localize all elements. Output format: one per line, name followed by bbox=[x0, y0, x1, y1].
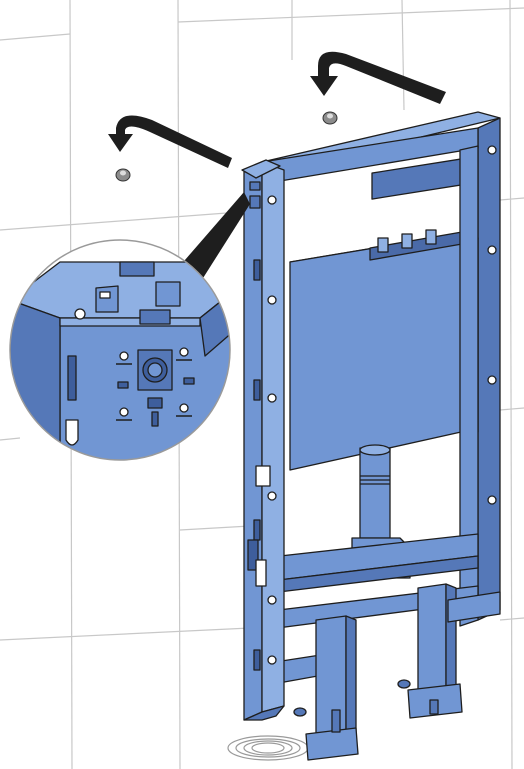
frame-right-post bbox=[477, 117, 501, 621]
flush-pipe bbox=[359, 447, 391, 539]
frame-left-post bbox=[243, 161, 263, 721]
callout-wedge bbox=[178, 192, 250, 286]
screw-icon bbox=[115, 168, 131, 182]
cistern-valve bbox=[371, 157, 467, 200]
magnifier-detail-callout bbox=[9, 239, 231, 461]
screw-in-arrow-icon bbox=[108, 115, 232, 168]
frame-right-upright bbox=[459, 145, 479, 627]
right-foot bbox=[417, 583, 447, 695]
left-foot bbox=[315, 615, 347, 741]
screw-in-arrow-icon bbox=[310, 51, 446, 104]
screw-icon bbox=[322, 111, 338, 125]
cistern-box bbox=[289, 231, 471, 471]
floor-drain bbox=[227, 735, 309, 761]
installation-frame bbox=[241, 111, 501, 761]
